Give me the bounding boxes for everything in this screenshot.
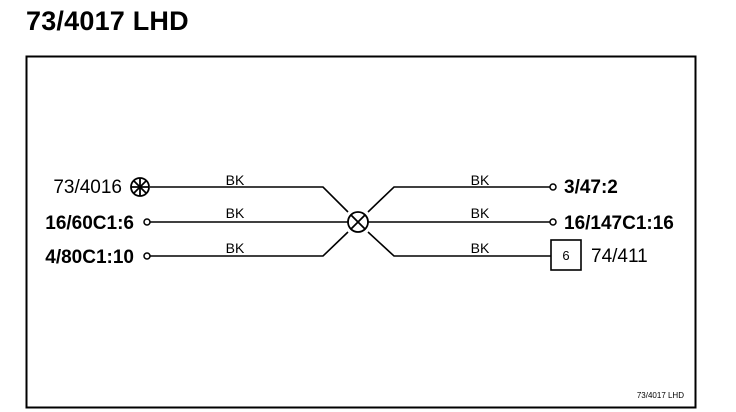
connector-label-left: 73/4016: [53, 177, 122, 198]
page-title: 73/4017 LHD: [26, 6, 189, 36]
connector-box-label: 6: [562, 248, 569, 263]
terminal-icon: [143, 218, 151, 226]
center-splice-icon: [347, 211, 369, 233]
terminal-icon: [143, 252, 151, 260]
wire-color-label: BK: [226, 240, 245, 256]
terminal-icon: [549, 183, 557, 191]
terminal-icon: [549, 218, 557, 226]
connector-box-icon: [550, 239, 582, 271]
wire-color-label: BK: [226, 205, 245, 221]
splice-icon: [130, 177, 150, 197]
wire-right-3: [367, 231, 551, 257]
right-wires: [367, 186, 551, 257]
connector-label-left: 4/80C1:10: [45, 247, 134, 268]
wire-right-1: [367, 186, 551, 213]
wire-color-label: BK: [471, 205, 490, 221]
connector-label-right: 16/147C1:16: [564, 213, 674, 234]
diagram-frame: [25, 55, 697, 409]
wire-color-label: BK: [471, 240, 490, 256]
wire-color-label: BK: [471, 172, 490, 188]
wire-color-label: BK: [226, 172, 245, 188]
footer-code: 73/4017 LHD: [637, 391, 684, 400]
connector-label-right: 3/47:2: [564, 177, 618, 198]
wire-left-3: [150, 231, 349, 257]
left-wires: [150, 186, 349, 257]
connector-label-left: 16/60C1:6: [45, 213, 134, 234]
connector-label-right: 74/411: [591, 246, 648, 267]
wire-left-1: [150, 186, 349, 213]
